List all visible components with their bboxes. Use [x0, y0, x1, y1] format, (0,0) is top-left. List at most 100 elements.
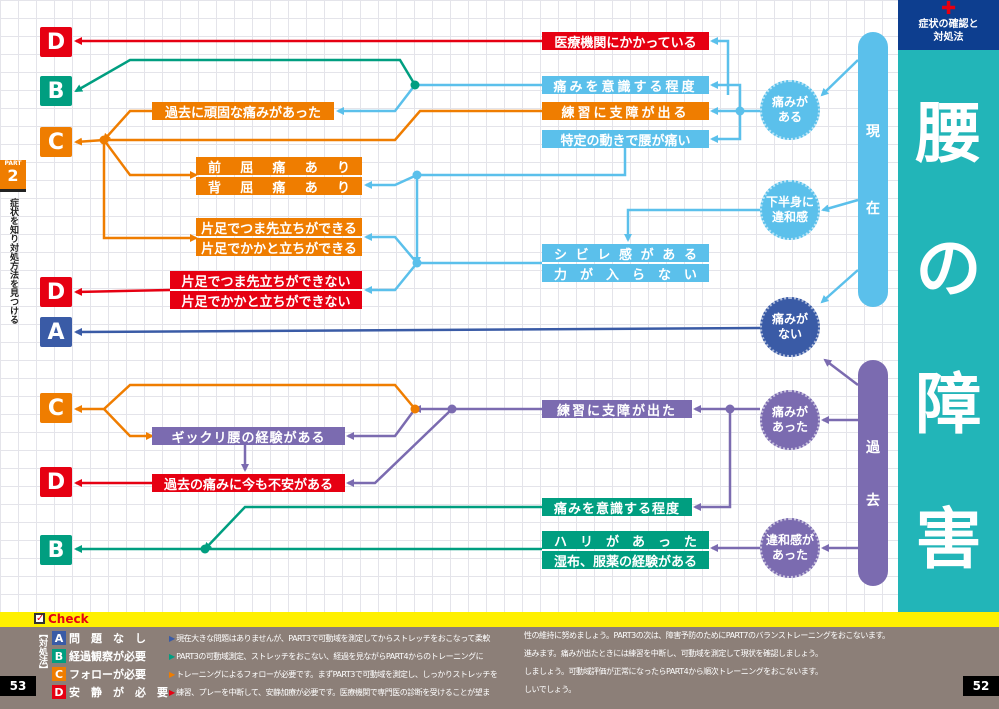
right-header: ✚ 症状の確認と対処法	[898, 0, 999, 50]
box-pain-degree: 痛みを意識する程度	[542, 76, 709, 95]
right-title-panel: 腰 の 障 害	[898, 50, 999, 612]
check-row-c-cont: しましょう。可動域評価が正常になったらPART4から順次トレーニングをおこないま…	[524, 667, 823, 676]
row-label: 安 静 が 必 要	[69, 686, 168, 699]
box-toe-cannot: 片足でつま先立ちができない	[170, 271, 362, 290]
pill-char: 過	[866, 439, 880, 456]
title-char: 害	[915, 501, 982, 579]
char: 感	[618, 247, 632, 263]
pill-char: 在	[866, 201, 880, 218]
triangle-icon: ▶	[169, 651, 176, 661]
checkbox-icon: ✓	[34, 613, 45, 624]
char: 前	[208, 160, 222, 176]
circle-pain-present: 痛みが ある	[760, 80, 820, 140]
char: あ	[662, 247, 676, 263]
box-specific-motion: 特定の動きで腰が痛い	[542, 130, 709, 149]
triangle-icon: ▶	[169, 633, 176, 643]
char: リ	[579, 534, 593, 550]
red-cross-icon: ✚	[940, 0, 957, 19]
char: 痛	[272, 180, 286, 196]
char: る	[683, 247, 697, 263]
outcome-d: D	[40, 277, 72, 307]
box-heel-cannot: 片足でかかと立ちができない	[170, 291, 362, 310]
box-medical: 医療機関にかかっている	[542, 32, 709, 51]
pill-char: 現	[866, 123, 880, 140]
char: が	[579, 267, 593, 283]
char: ハ	[554, 534, 568, 550]
check-row-b-cont: 進みます。痛みが出たときには練習を中断し、可動域を測定して現状を確認しましょう。	[524, 649, 823, 658]
page-number-right: 52	[963, 676, 999, 696]
part-number: 2	[7, 166, 19, 185]
box-toe-can: 片足でつま先立ちができる	[196, 218, 362, 237]
box-numbness: シビレ感がある	[542, 244, 709, 263]
box-past-anxiety: 過去の痛みに今も不安がある	[152, 474, 345, 493]
circle-lower-body: 下半身に 違和感	[760, 180, 820, 240]
pill-present: 現在	[858, 32, 888, 307]
char: た	[683, 534, 697, 550]
row-label: 経過観察が必要	[69, 650, 146, 663]
title-char: 障	[915, 365, 982, 443]
tag-c: C	[52, 667, 66, 681]
check-row-a-cont: 性の維持に努めましょう。PART3の次は、障害予防のためにPART7のバランスト…	[524, 631, 890, 640]
title-char: 腰	[915, 94, 982, 172]
outcome-b: B	[40, 76, 72, 106]
box-pain-degree-past: 痛みを意識する程度	[542, 498, 692, 517]
char: が	[640, 247, 654, 263]
chapter-title: 症状を知り対処方法を見つける	[8, 198, 18, 324]
box-heel-can: 片足でかかと立ちができる	[196, 238, 362, 257]
title-char: の	[915, 230, 982, 308]
check-title: Check	[48, 612, 89, 626]
box-gikkuri: ギックリ腰の経験がある	[152, 427, 345, 446]
check-row-d-cont: しいでしょう。	[524, 685, 576, 694]
outcome-d: D	[40, 27, 72, 57]
row-text: 練習、プレーを中断して、安静加療が必要です。医療機関で専門医の診断を受けることが…	[176, 687, 490, 697]
box-practice-hindered-past: 練習に支障が出た	[542, 400, 692, 419]
box-practice-hindered: 練習に支障が出る	[542, 102, 709, 121]
box-past-stubborn: 過去に頑固な痛みがあった	[152, 102, 334, 121]
outcome-a: A	[40, 317, 72, 347]
char: り	[336, 180, 350, 196]
char: い	[683, 267, 697, 283]
part-tab: PART 2	[0, 160, 26, 192]
row-text: トレーニングによるフォローが必要です。まずPART3で可動域を測定し、しっかりス…	[176, 669, 498, 679]
circle-pain-past: 痛みが あった	[760, 390, 820, 450]
box-extension: 背屈痛あり	[196, 177, 362, 196]
outcome-d: D	[40, 467, 72, 497]
outcome-c: C	[40, 127, 72, 157]
check-panel: 【対処法】 53 52	[0, 627, 999, 709]
row-label: 問 題 な し	[69, 632, 146, 645]
char: 屈	[240, 160, 254, 176]
pill-char: 去	[866, 492, 880, 509]
char: が	[605, 534, 619, 550]
box-stiffness: ハリがあった	[542, 531, 709, 550]
tag-b: B	[52, 649, 66, 663]
char: あ	[304, 180, 318, 196]
char: 痛	[272, 160, 286, 176]
char: ビ	[575, 247, 589, 263]
check-bar: ✓ Check	[0, 612, 999, 627]
junction-dots	[99, 80, 745, 554]
circle-discomfort-past: 違和感が あった	[760, 518, 820, 578]
row-text: 現在大きな問題はありませんが、PART3で可動域を測定してからストレッチをおこな…	[176, 633, 490, 643]
panel-subtitle: 症状の確認と対処法	[918, 19, 979, 43]
remedy-label: 【対処法】	[37, 629, 47, 674]
row-text: PART3の可動域測定、ストレッチをおこない、経過を見ながらPART4からのトレ…	[176, 651, 484, 661]
char: あ	[304, 160, 318, 176]
char: 背	[208, 180, 222, 196]
char: ら	[631, 267, 645, 283]
box-weakness: 力が入らない	[542, 264, 709, 283]
triangle-icon: ▶	[169, 669, 176, 679]
char: 入	[605, 267, 619, 283]
char: シ	[554, 247, 568, 263]
part-label: PART	[4, 160, 22, 167]
char: 力	[554, 267, 568, 283]
outcome-b: B	[40, 535, 72, 565]
char: り	[336, 160, 350, 176]
char: っ	[657, 534, 671, 550]
page-number-left: 53	[0, 676, 36, 696]
box-compress: 湿布、服薬の経験がある	[542, 551, 709, 570]
pill-past: 過去	[858, 360, 888, 586]
